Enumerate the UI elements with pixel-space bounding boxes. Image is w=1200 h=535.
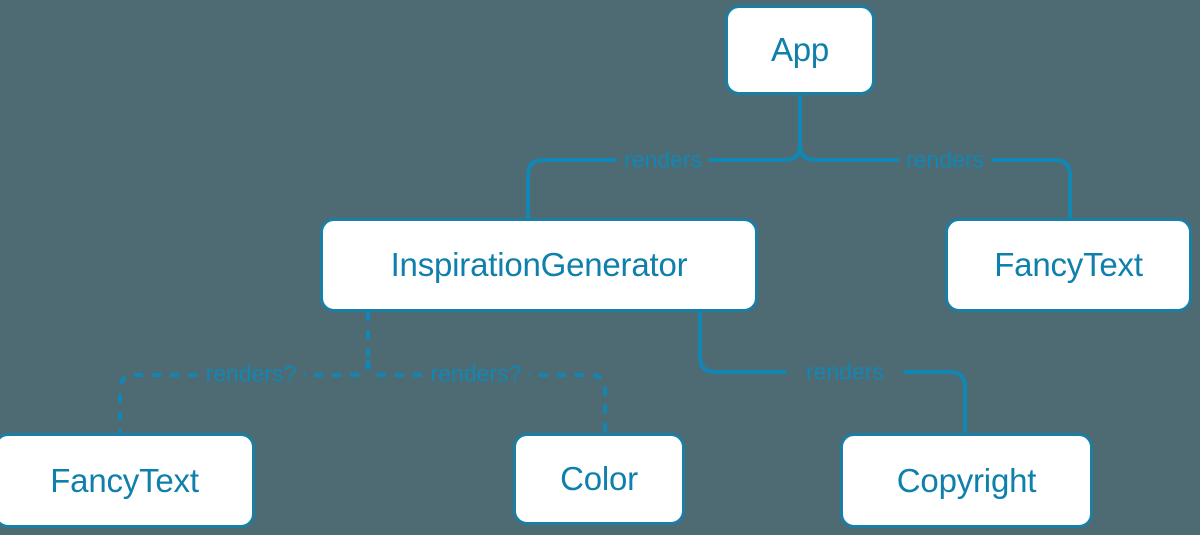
node-inspirationgenerator-label: InspirationGenerator xyxy=(390,246,688,283)
edge-label-inspgen-copyright: renders xyxy=(799,360,891,384)
node-fancytext-bottom[interactable]: FancyText xyxy=(0,433,255,528)
node-fancytext-right[interactable]: FancyText xyxy=(945,218,1192,312)
node-color[interactable]: Color xyxy=(513,433,685,525)
edge-inspgen-fancytext xyxy=(118,359,370,433)
edge-app-stem-right xyxy=(798,143,1012,162)
edge-label-inspgen-color: renders? xyxy=(423,362,529,386)
edge-inspgen-copyright xyxy=(698,310,787,374)
node-app[interactable]: App xyxy=(725,5,875,95)
edge-app-fancytext xyxy=(1008,158,1072,222)
node-app-label: App xyxy=(770,31,830,68)
edge-inspgen-color xyxy=(366,359,607,433)
edge-label-app-inspgen: renders xyxy=(617,148,709,172)
edge-copyright-tail xyxy=(903,370,967,435)
node-fancytext-bottom-label: FancyText xyxy=(50,461,199,499)
node-color-label: Color xyxy=(560,460,638,497)
edge-label-inspgen-fancytext: renders? xyxy=(198,362,304,386)
node-copyright-label: Copyright xyxy=(896,461,1037,499)
edge-app-inspgen xyxy=(526,158,602,222)
node-inspirationgenerator[interactable]: InspirationGenerator xyxy=(320,218,758,312)
node-copyright[interactable]: Copyright xyxy=(840,433,1093,528)
node-fancytext-right-label: FancyText xyxy=(994,246,1143,283)
edge-label-app-fancytext: renders xyxy=(899,148,991,172)
